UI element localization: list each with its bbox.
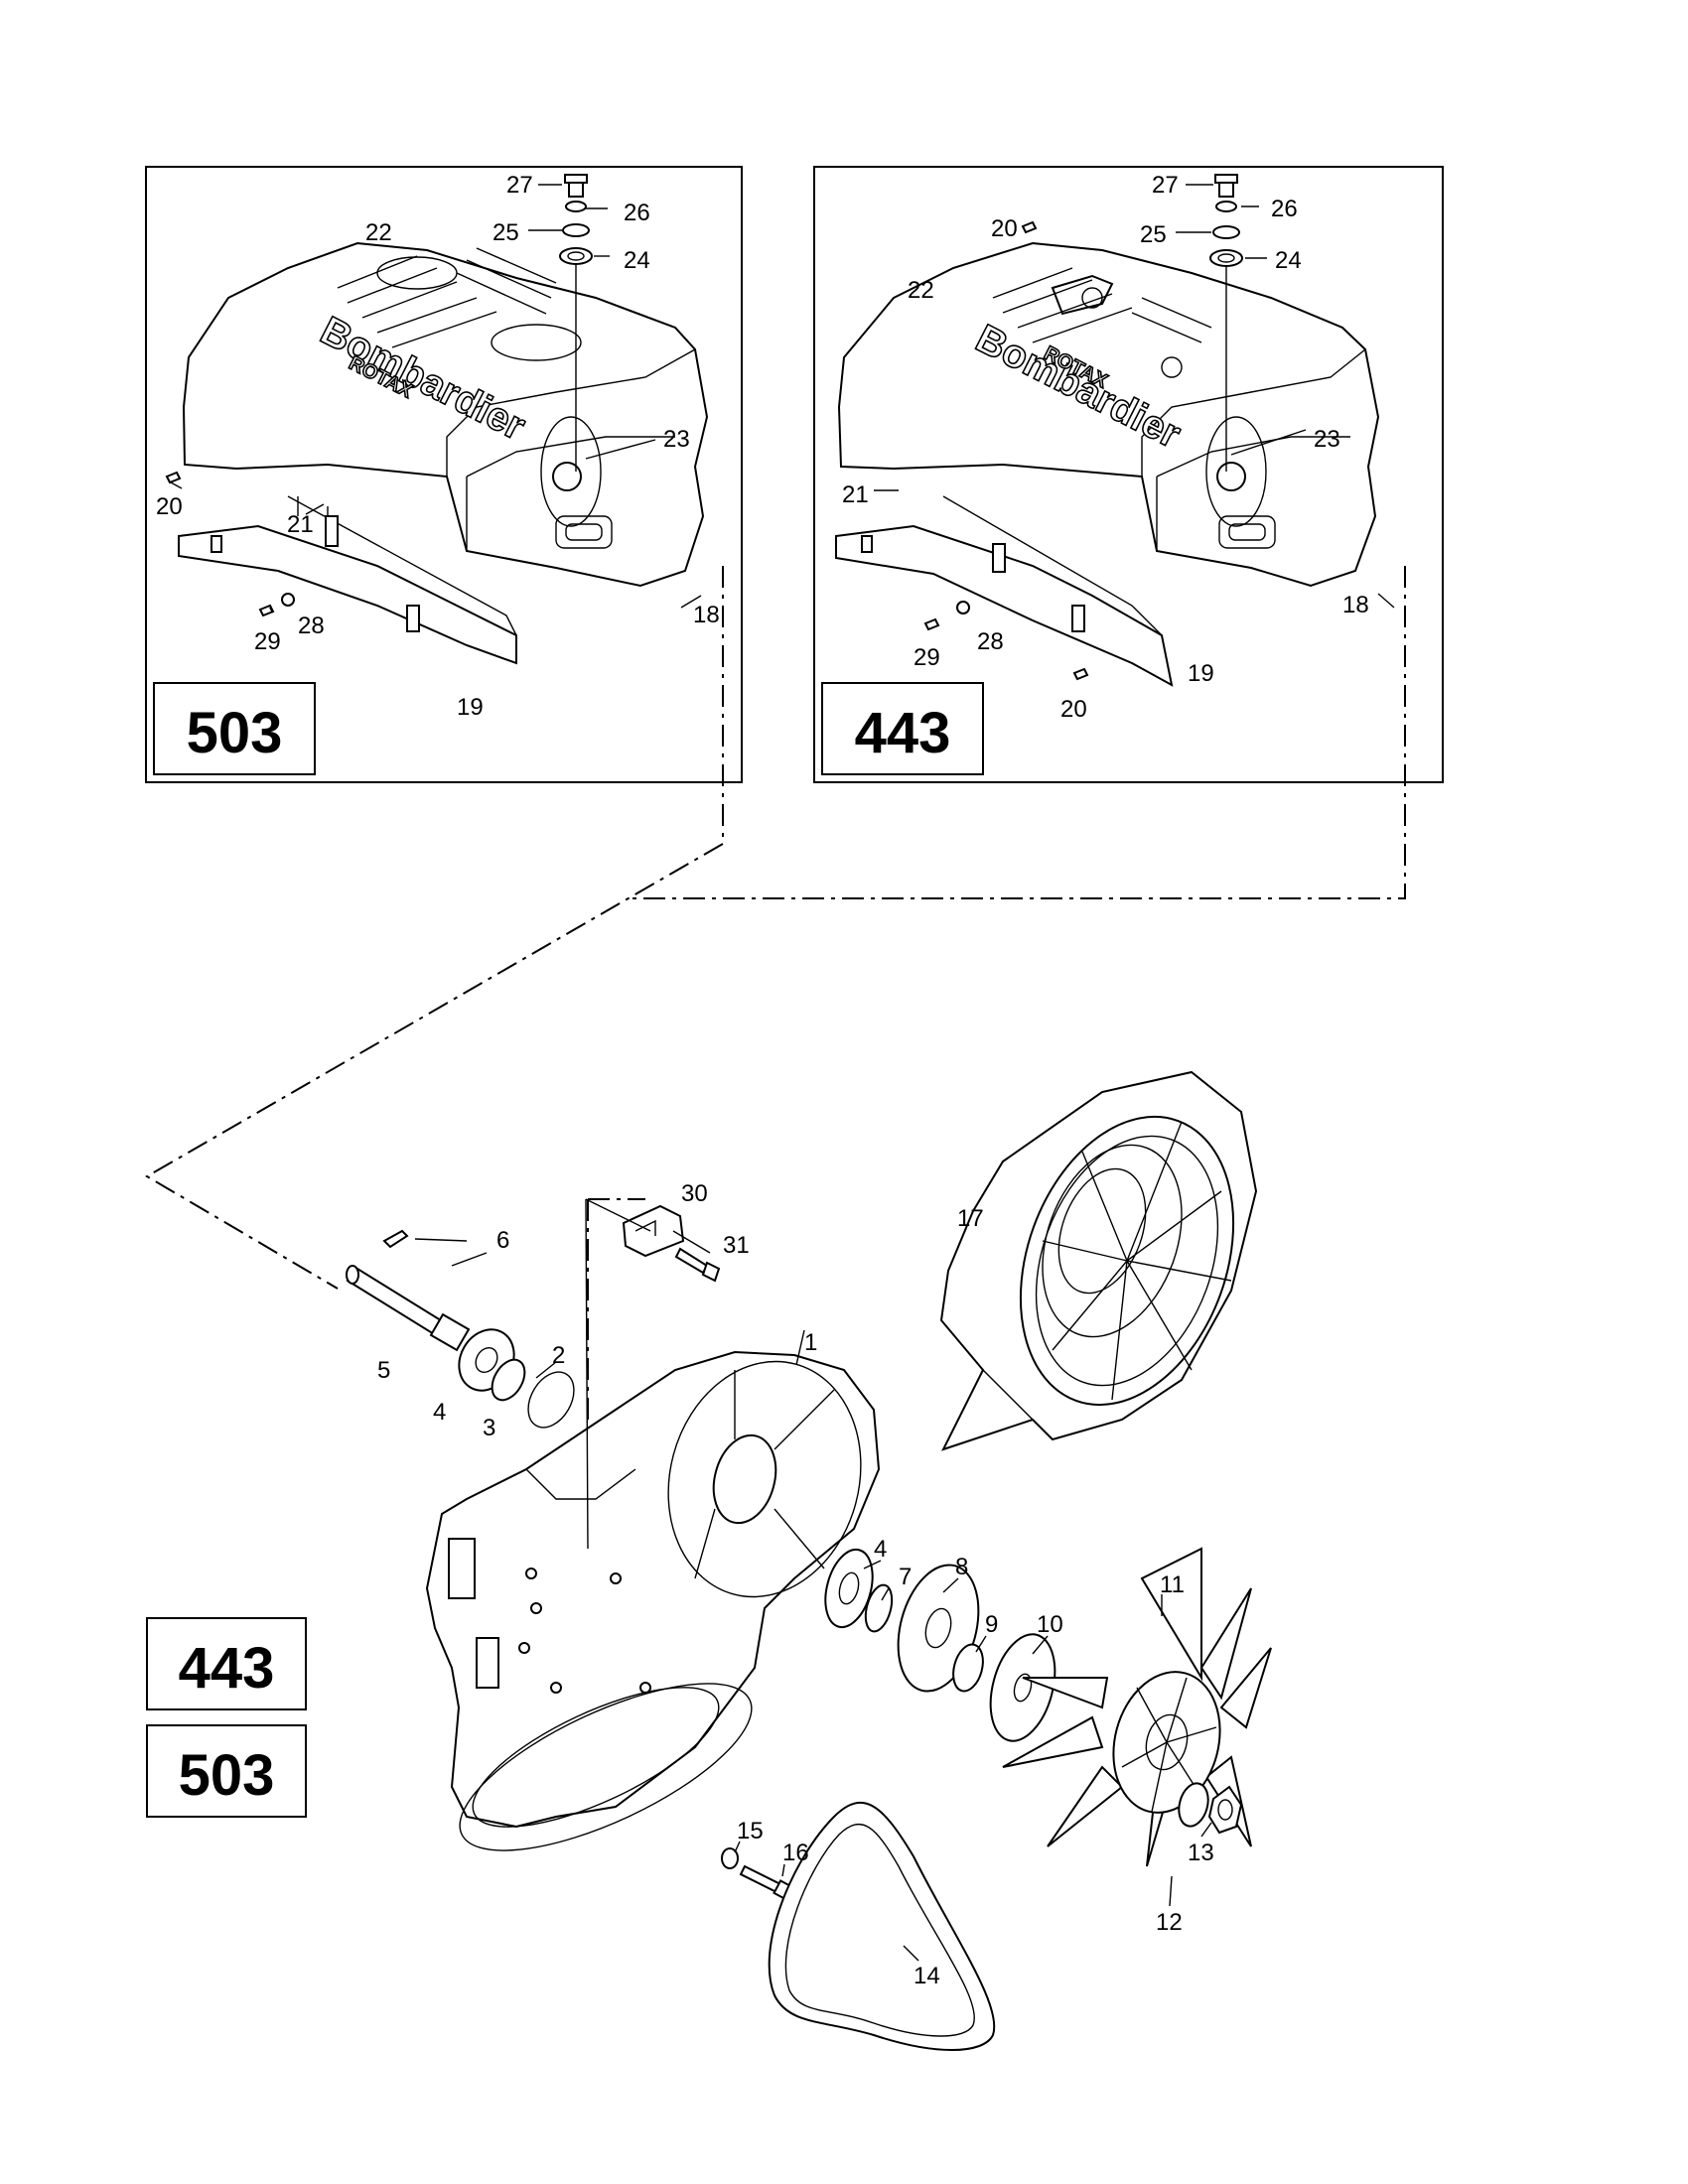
callout: 14 xyxy=(914,1963,940,1989)
callouts-443: 27 26 20 25 24 22 23 21 18 29 28 19 20 xyxy=(842,172,1369,723)
clamp-bracket xyxy=(622,1204,721,1283)
model-label: 503 xyxy=(187,701,283,765)
callout: 28 xyxy=(298,613,325,639)
small-screws-443 xyxy=(923,220,1089,681)
small-screws-503 xyxy=(165,471,295,617)
callout: 3 xyxy=(483,1415,495,1441)
callout: 23 xyxy=(1314,426,1340,453)
leaders-main xyxy=(414,1198,1212,1962)
fan-shaft-assembly xyxy=(346,1229,575,1429)
leaders-503 xyxy=(170,184,702,609)
callout: 25 xyxy=(1140,221,1167,248)
callout: 9 xyxy=(985,1611,998,1638)
callout: 17 xyxy=(957,1205,984,1232)
callout: 31 xyxy=(723,1232,750,1259)
hardware-stack-503 xyxy=(559,174,593,472)
inset-panel-443: 443 Bombardier ROTAX xyxy=(813,166,1444,783)
callout: 20 xyxy=(1060,696,1087,723)
callouts-main: 30 6 31 17 5 2 1 4 3 4 7 8 11 9 10 15 16… xyxy=(377,1180,1214,1989)
callout: 5 xyxy=(377,1357,390,1384)
callout: 24 xyxy=(1275,247,1302,274)
callout: 12 xyxy=(1156,1909,1183,1936)
fan-cowl-drawing: Bombardier ROTAX xyxy=(835,241,1380,687)
callout: 21 xyxy=(287,511,314,538)
callout: 15 xyxy=(737,1818,764,1844)
callout: 30 xyxy=(681,1180,708,1207)
callout: 4 xyxy=(433,1399,446,1426)
pulley-stack xyxy=(824,1548,1056,1742)
model-boxes: 443 503 xyxy=(146,1617,307,1818)
callout: 26 xyxy=(624,200,650,226)
callout: 19 xyxy=(1188,660,1214,687)
fan-housing xyxy=(425,1350,881,1851)
callout: 19 xyxy=(457,694,484,721)
callout: 28 xyxy=(977,628,1004,655)
fan-cowl-drawing: Bombardier ROTAX xyxy=(178,241,709,665)
callout: 25 xyxy=(492,219,519,246)
drive-belt xyxy=(768,1801,996,2051)
callout: 11 xyxy=(1160,1571,1185,1598)
model-label: 503 xyxy=(179,1743,275,1808)
callout: 23 xyxy=(663,426,690,453)
model-box-503: 503 xyxy=(146,1724,307,1818)
model-badge-443: 443 xyxy=(821,682,984,775)
fan-impeller xyxy=(1002,1547,1272,1867)
callout: 21 xyxy=(842,481,869,508)
callout: 2 xyxy=(552,1342,565,1369)
callout: 8 xyxy=(955,1554,968,1580)
fan-shroud xyxy=(939,1070,1258,1451)
callout: 22 xyxy=(908,277,934,304)
callout: 20 xyxy=(156,493,183,520)
callout: 29 xyxy=(254,628,281,655)
callout: 24 xyxy=(624,247,650,274)
callout: 27 xyxy=(506,172,533,199)
callout: 18 xyxy=(1342,592,1369,618)
callout: 26 xyxy=(1271,196,1298,222)
callout: 22 xyxy=(365,219,392,246)
callout: 27 xyxy=(1152,172,1179,199)
inset-panel-503: 503 Bombardier ROTAX xyxy=(145,166,743,783)
callout: 20 xyxy=(991,215,1018,242)
model-label: 443 xyxy=(855,701,951,765)
callout: 29 xyxy=(914,644,940,671)
callouts-503: 27 26 25 24 22 23 20 21 18 28 29 19 xyxy=(156,172,720,721)
callout: 1 xyxy=(804,1329,817,1356)
model-box-443: 443 xyxy=(146,1617,307,1710)
hardware-stack-443 xyxy=(1209,174,1243,472)
callout: 16 xyxy=(782,1840,809,1866)
callout: 13 xyxy=(1188,1840,1214,1866)
callout: 4 xyxy=(874,1536,887,1563)
leaders-443 xyxy=(874,184,1395,609)
main-exploded-view: 30 6 31 17 5 2 1 4 3 4 7 8 11 9 10 15 16… xyxy=(346,1070,1272,2051)
model-label: 443 xyxy=(179,1636,275,1701)
nut-washer xyxy=(1178,1782,1243,1835)
callout: 7 xyxy=(899,1564,912,1590)
callout: 6 xyxy=(496,1227,509,1254)
callout: 10 xyxy=(1037,1611,1063,1638)
callout: 18 xyxy=(693,602,720,628)
model-badge-503: 503 xyxy=(153,682,316,775)
